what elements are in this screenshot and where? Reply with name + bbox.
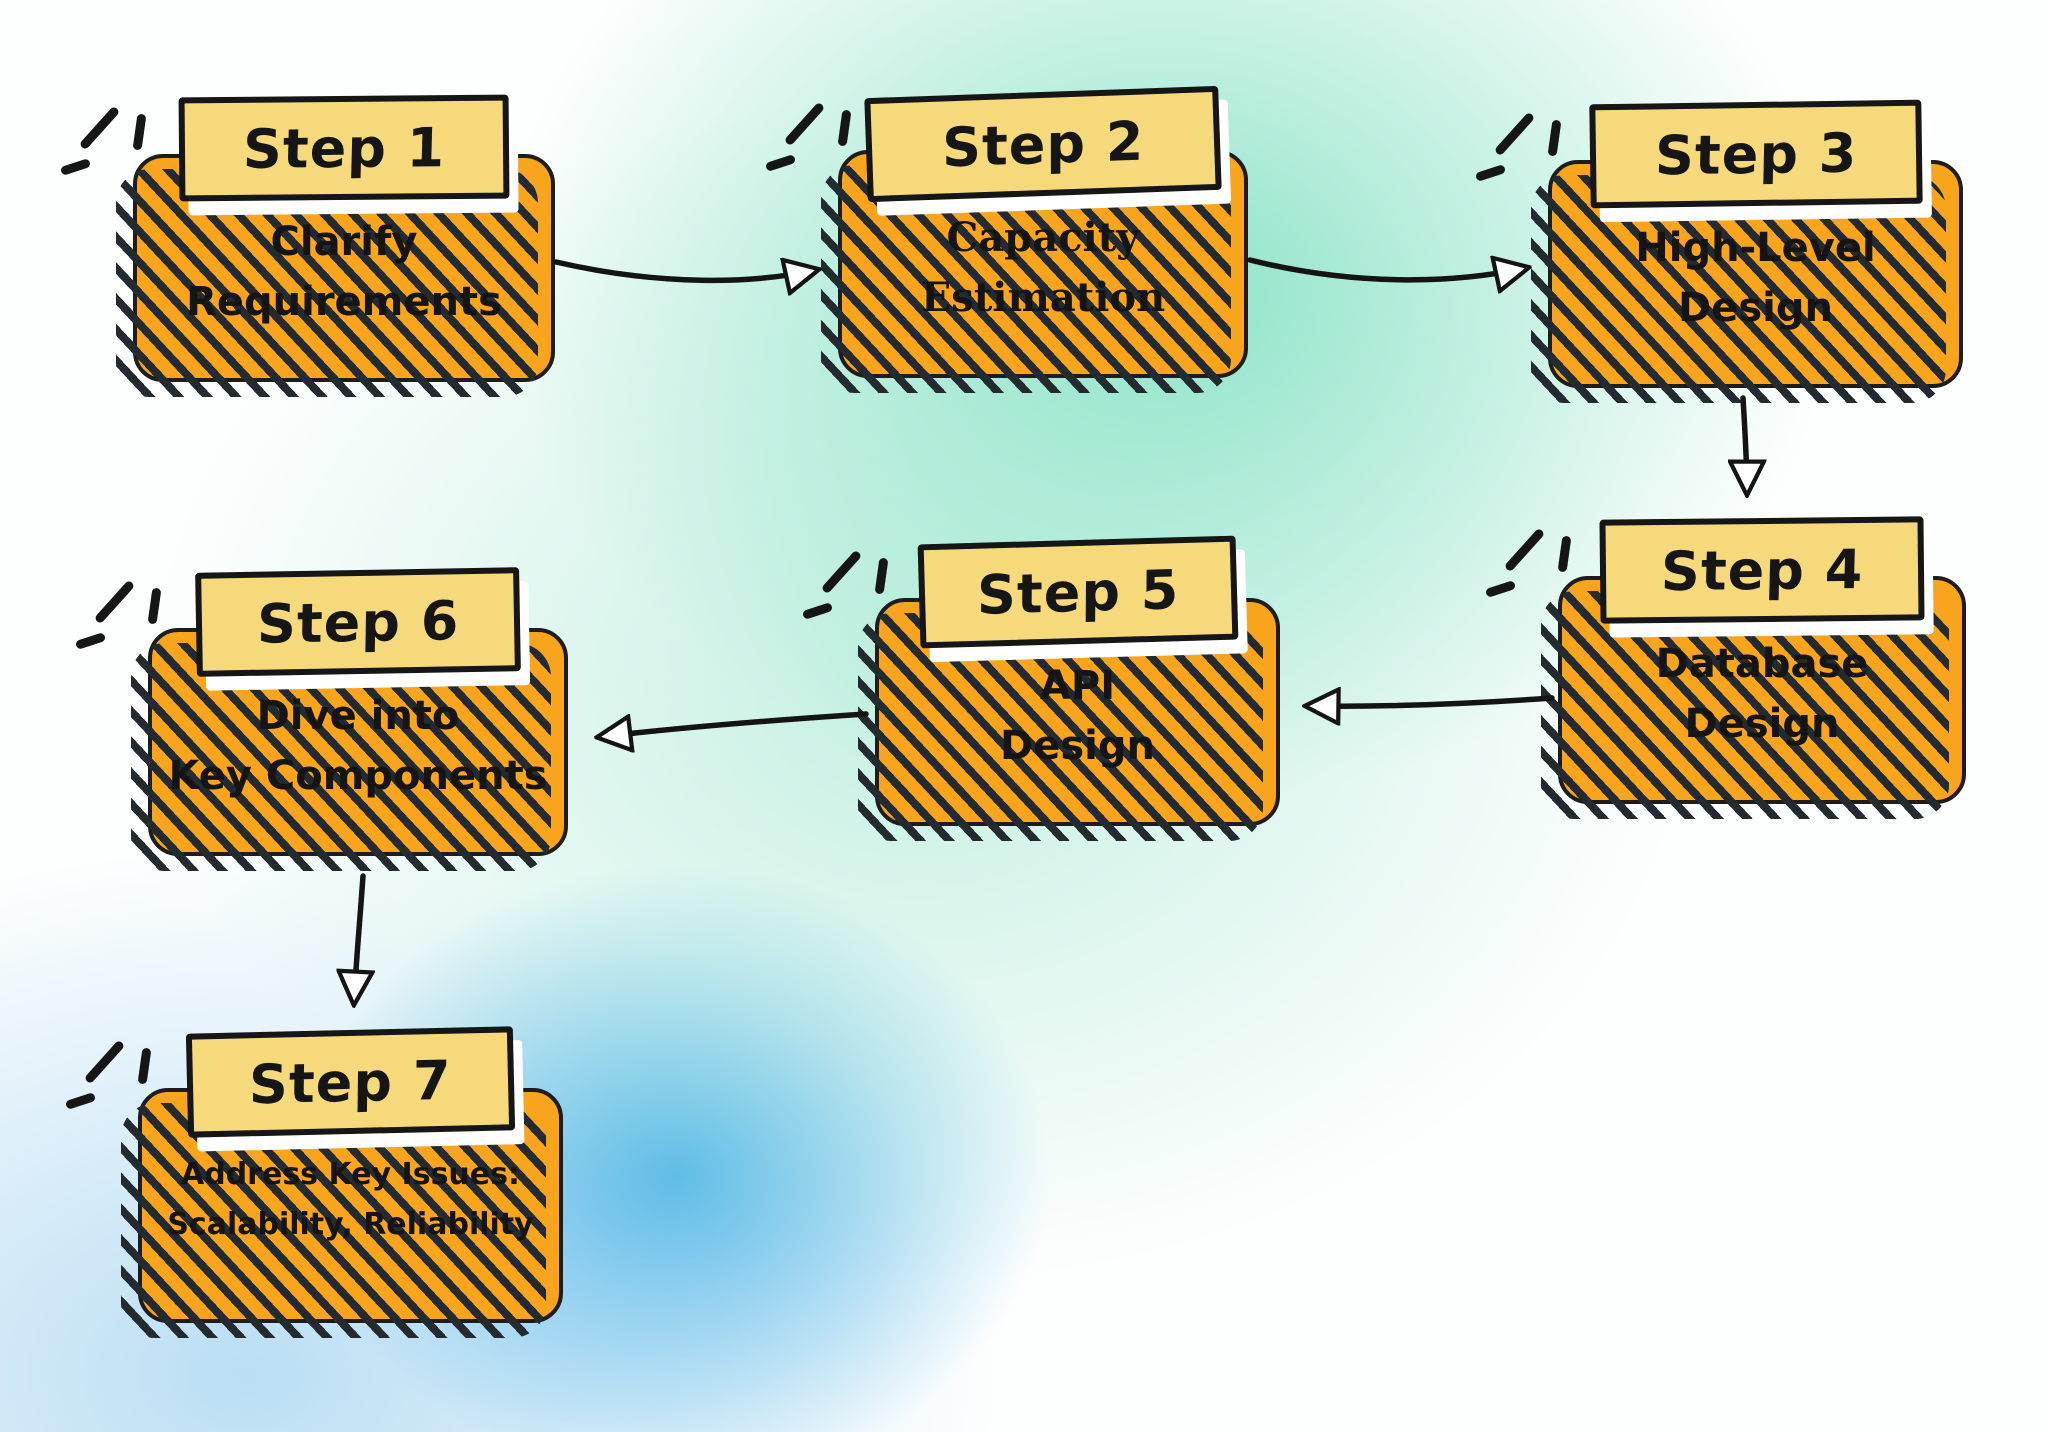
step-6-text-line1: Dive into	[256, 693, 460, 739]
step-6-node: Step 6 Dive into Key Components	[74, 567, 568, 856]
step-7-text-line2: Scalability, Reliability	[167, 1206, 534, 1242]
step-4-label: Step 4	[1660, 537, 1864, 603]
step-4-node: Step 4 Database Design	[1484, 516, 1966, 804]
step-5-banner: Step 5	[917, 535, 1238, 649]
step-5-text-line1: API	[1039, 663, 1116, 709]
arrow-step3-to-step4	[1743, 395, 1747, 492]
step-4-text-line1: Database	[1655, 641, 1869, 687]
step-7-banner: Step 7	[185, 1026, 516, 1138]
arrow-step6-to-step7	[354, 873, 363, 1002]
step-3-node: Step 3 High-Level Design	[1474, 99, 1963, 388]
sparkle-burst-icon	[1474, 108, 1570, 192]
step-5-text-line2: Design	[1000, 723, 1155, 769]
step-6-label: Step 6	[256, 588, 460, 656]
sparkle-burst-icon	[764, 98, 860, 182]
arrow-step4-to-step5	[1308, 698, 1555, 706]
step-3-banner: Step 3	[1588, 99, 1923, 209]
sparkle-burst-icon	[64, 1036, 160, 1120]
sparkle-burst-icon	[1484, 524, 1580, 608]
arrow-step5-to-step6	[600, 711, 869, 737]
step-1-node: Step 1 Clarify Requirements	[59, 94, 555, 382]
step-7-text-line1: Address Key Issues:	[181, 1157, 520, 1192]
arrow-step2-to-step3	[1247, 260, 1526, 280]
step-1-text-line2: Requirements	[186, 279, 502, 325]
step-2-node: Step 2 Capacity Estimation	[764, 85, 1248, 378]
step-7-node: Step 7 Address Key Issues: Scalability, …	[64, 1026, 563, 1323]
sparkle-burst-icon	[801, 546, 897, 630]
step-1-banner: Step 1	[178, 94, 510, 202]
step-6-text-line2: Key Components	[168, 753, 548, 799]
step-2-banner: Step 2	[864, 85, 1222, 203]
step-2-label: Step 2	[941, 108, 1145, 180]
step-7-label: Step 7	[248, 1048, 453, 1116]
step-5-node: Step 5 API Design	[801, 535, 1280, 826]
sparkle-burst-icon	[59, 102, 155, 186]
step-3-label: Step 3	[1653, 121, 1858, 187]
step-4-text-line2: Design	[1684, 701, 1840, 747]
step-3-text-line2: Design	[1678, 285, 1833, 331]
step-1-text-line1: Clarify	[270, 219, 418, 265]
step-2-text-line2: Estimation	[920, 274, 1166, 321]
step-4-banner: Step 4	[1599, 516, 1925, 624]
arrow-step1-to-step2	[553, 262, 816, 280]
step-1-label: Step 1	[241, 115, 446, 181]
step-2-text-line1: Capacity	[946, 214, 1140, 261]
step-5-label: Step 5	[976, 557, 1179, 627]
step-3-text-line1: High-Level	[1635, 225, 1876, 271]
sparkle-burst-icon	[74, 576, 170, 660]
step-6-banner: Step 6	[195, 567, 521, 677]
